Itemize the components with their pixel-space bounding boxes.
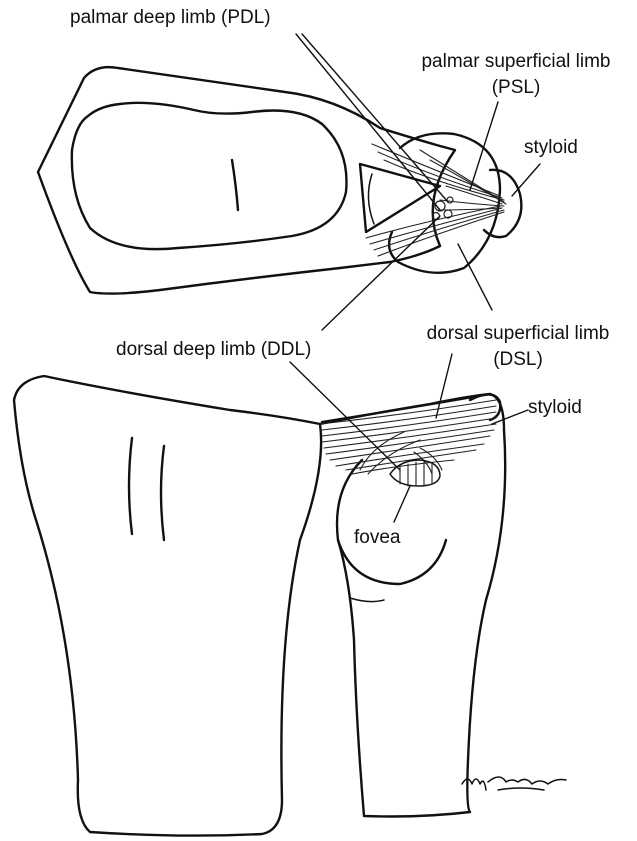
label-styloid-top: styloid <box>524 136 578 159</box>
radius-medullary-line <box>232 160 238 210</box>
label-psl-line1: palmar superficial limb <box>396 50 636 73</box>
label-dorsal-deep-limb: dorsal deep limb (DDL) <box>116 338 311 361</box>
leader-dsl <box>458 244 492 310</box>
label-fovea: fovea <box>354 526 400 549</box>
label-dsl-line2: (DSL) <box>400 348 636 371</box>
label-dorsal-superficial-limb: dorsal superficial limb (DSL) <box>400 322 636 371</box>
axial-view <box>38 67 521 293</box>
radius-line-1 <box>129 438 132 534</box>
sigmoid-notch-inner <box>368 174 374 224</box>
radius-cross-section <box>38 67 455 293</box>
label-palmar-superficial-limb: palmar superficial limb (PSL) <box>396 50 636 99</box>
label-dsl-line1: dorsal superficial limb <box>400 322 636 345</box>
tfcc-fibers-bottom <box>320 400 496 474</box>
label-palmar-deep-limb: palmar deep limb (PDL) <box>70 6 271 29</box>
artist-signature <box>462 777 566 790</box>
leader-styloid-top <box>512 164 540 196</box>
leader-fovea <box>394 486 410 522</box>
leader-ddl-top <box>322 216 440 330</box>
ulnar-styloid-top <box>484 170 521 237</box>
leader-psl <box>470 102 498 190</box>
radius-line-2 <box>161 446 164 540</box>
radius-bone <box>14 376 321 836</box>
label-styloid-bottom: styloid <box>528 396 582 419</box>
label-psl-line2: (PSL) <box>396 76 636 99</box>
ulnar-head-contour <box>337 460 446 584</box>
coronal-view <box>14 376 505 836</box>
tfcc-fibers-top <box>366 144 506 256</box>
radius-inner-outline <box>72 103 347 249</box>
ulna-inner-line <box>350 598 384 602</box>
leader-lines <box>290 34 540 522</box>
